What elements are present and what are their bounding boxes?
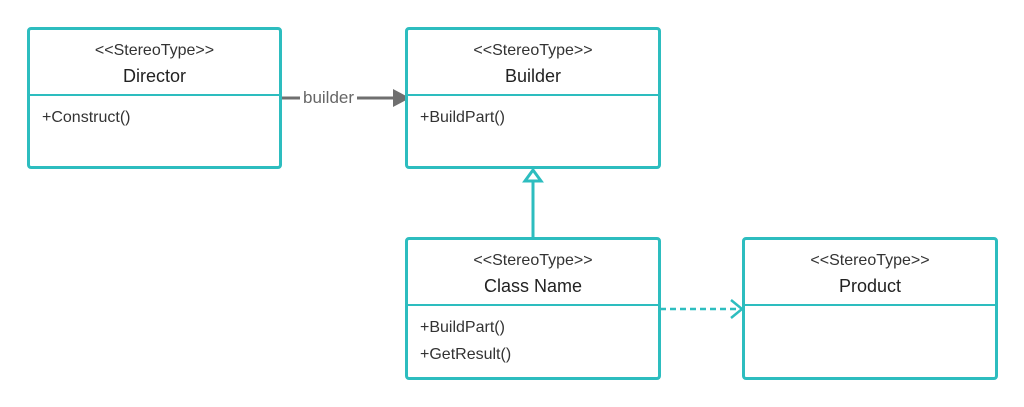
operation: +GetResult()	[420, 346, 512, 363]
class-header: <<StereoType>> Product	[745, 240, 995, 306]
class-header: <<StereoType>> Builder	[408, 30, 658, 96]
class-director[interactable]: <<StereoType>> Director +Construct()	[27, 27, 282, 169]
operation: +BuildPart()	[420, 319, 505, 336]
operations-compartment: +BuildPart() +GetResult()	[408, 306, 658, 368]
class-name: Class Name	[483, 276, 583, 296]
class-product[interactable]: <<StereoType>> Product	[742, 237, 998, 380]
class-header: <<StereoType>> Director	[30, 30, 279, 96]
class-builder[interactable]: <<StereoType>> Builder +BuildPart()	[405, 27, 661, 169]
association-arrowhead	[393, 89, 410, 107]
generalization-arrowhead	[522, 167, 544, 183]
class-name: Builder	[504, 66, 562, 86]
stereotype-label: <<StereoType>>	[810, 252, 930, 269]
operation: +Construct()	[42, 109, 131, 126]
stereotype-label: <<StereoType>>	[473, 42, 593, 59]
class-name: Director	[122, 66, 186, 86]
stereotype-label: <<StereoType>>	[473, 252, 593, 269]
class-concrete-builder[interactable]: <<StereoType>> Class Name +BuildPart() +…	[405, 237, 661, 380]
stereotype-label: <<StereoType>>	[94, 42, 215, 59]
operations-compartment: +Construct()	[30, 96, 279, 131]
operation: +BuildPart()	[420, 109, 505, 126]
class-name: Product	[838, 276, 902, 296]
association-label: builder	[300, 88, 358, 108]
operations-compartment: +BuildPart()	[408, 96, 658, 131]
class-header: <<StereoType>> Class Name	[408, 240, 658, 306]
operations-compartment	[745, 306, 995, 314]
